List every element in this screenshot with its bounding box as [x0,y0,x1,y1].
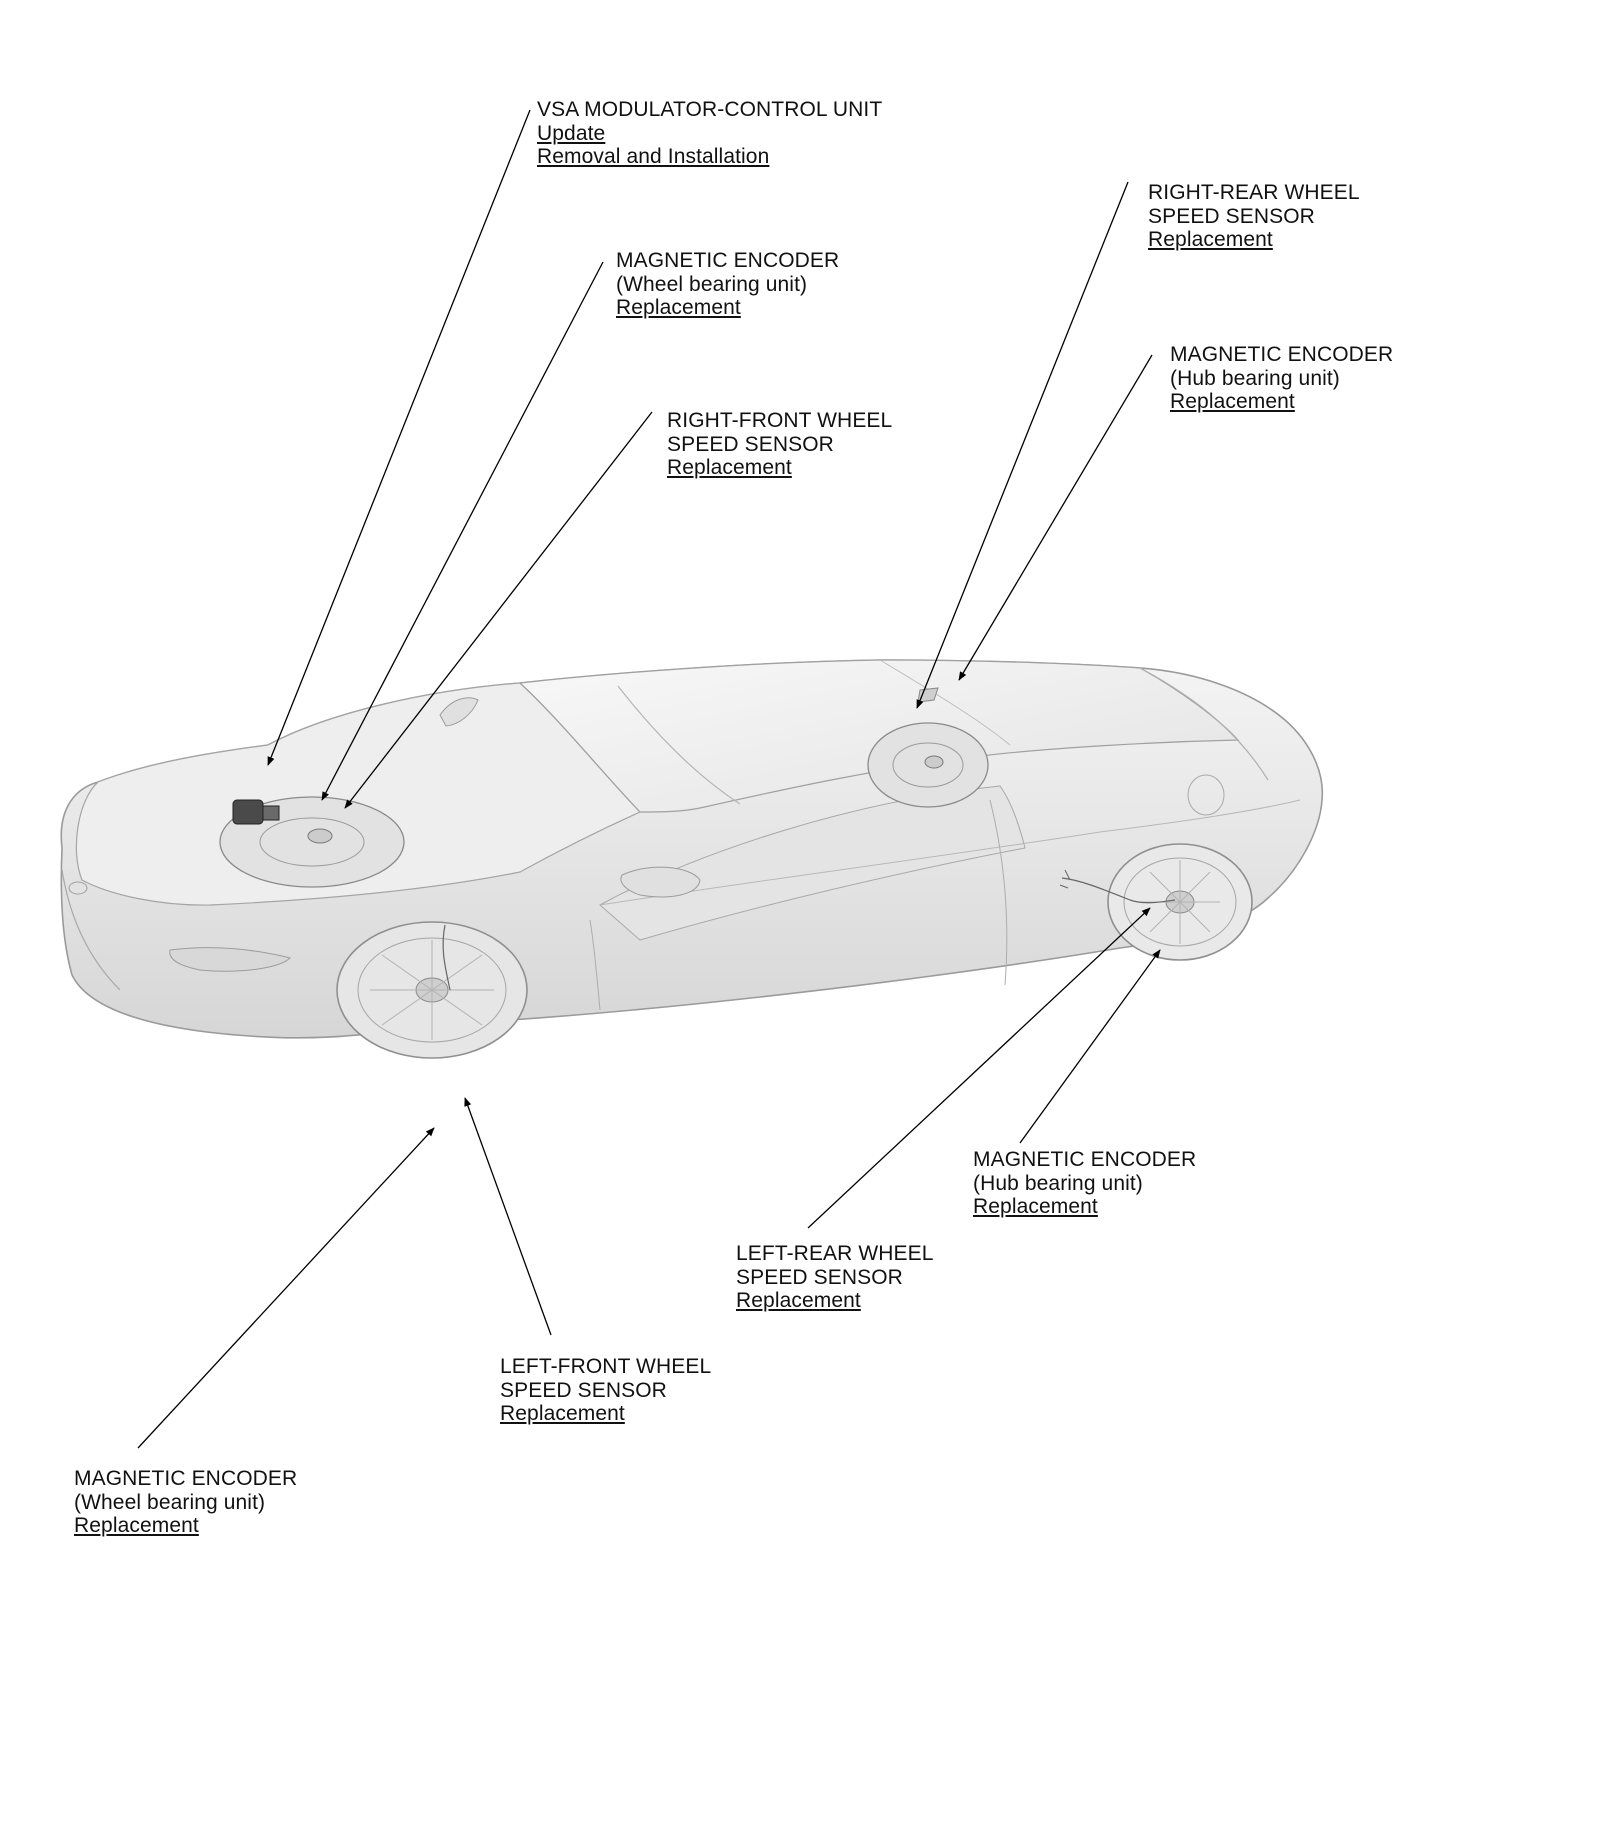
link-replacement[interactable]: Replacement [1148,228,1273,251]
callout-left-rear-wheel-speed-sensor: LEFT-REAR WHEEL SPEED SENSOR Replacement [736,1242,934,1313]
callout-subtitle: (Hub bearing unit) [1170,367,1393,391]
callout-right-front-wheel-speed-sensor: RIGHT-FRONT WHEEL SPEED SENSOR Replaceme… [667,409,892,480]
callout-magnetic-encoder-right-front: MAGNETIC ENCODER (Wheel bearing unit) Re… [616,249,839,320]
callout-title: MAGNETIC ENCODER [973,1148,1196,1172]
callout-title: MAGNETIC ENCODER [74,1467,297,1491]
callout-title-line2: SPEED SENSOR [736,1266,934,1290]
callout-subtitle: (Wheel bearing unit) [616,273,839,297]
callout-title: VSA MODULATOR-CONTROL UNIT [537,98,882,122]
callout-title-line2: SPEED SENSOR [500,1379,711,1403]
rear-wheel [1108,844,1252,960]
callout-title: MAGNETIC ENCODER [616,249,839,273]
callout-title: LEFT-REAR WHEEL [736,1242,934,1266]
callout-right-rear-wheel-speed-sensor: RIGHT-REAR WHEEL SPEED SENSOR Replacemen… [1148,181,1360,252]
link-replacement[interactable]: Replacement [973,1195,1098,1218]
callout-title: MAGNETIC ENCODER [1170,343,1393,367]
callout-title-line2: SPEED SENSOR [667,433,892,457]
link-replacement[interactable]: Replacement [500,1402,625,1425]
callout-subtitle: (Wheel bearing unit) [74,1491,297,1515]
link-replacement[interactable]: Replacement [736,1289,861,1312]
callout-magnetic-encoder-left-front: MAGNETIC ENCODER (Wheel bearing unit) Re… [74,1467,297,1538]
link-replacement[interactable]: Replacement [74,1514,199,1537]
callout-subtitle: (Hub bearing unit) [973,1172,1196,1196]
right-rear-hub-phantom [868,723,988,807]
callout-vsa-modulator: VSA MODULATOR-CONTROL UNIT Update Remova… [537,98,882,169]
link-replacement[interactable]: Replacement [667,456,792,479]
callout-title-line2: SPEED SENSOR [1148,205,1360,229]
callout-magnetic-encoder-left-rear: MAGNETIC ENCODER (Hub bearing unit) Repl… [973,1148,1196,1219]
link-update[interactable]: Update [537,122,605,145]
callout-magnetic-encoder-right-rear: MAGNETIC ENCODER (Hub bearing unit) Repl… [1170,343,1393,414]
callout-title: LEFT-FRONT WHEEL [500,1355,711,1379]
callout-title: RIGHT-FRONT WHEEL [667,409,892,433]
link-replacement[interactable]: Replacement [616,296,741,319]
link-removal-installation[interactable]: Removal and Installation [537,145,769,168]
callout-title: RIGHT-REAR WHEEL [1148,181,1360,205]
car-illustration [61,660,1322,1058]
link-replacement[interactable]: Replacement [1170,390,1295,413]
callout-left-front-wheel-speed-sensor: LEFT-FRONT WHEEL SPEED SENSOR Replacemen… [500,1355,711,1426]
right-front-hub-phantom [220,797,404,887]
front-wheel [337,922,527,1058]
